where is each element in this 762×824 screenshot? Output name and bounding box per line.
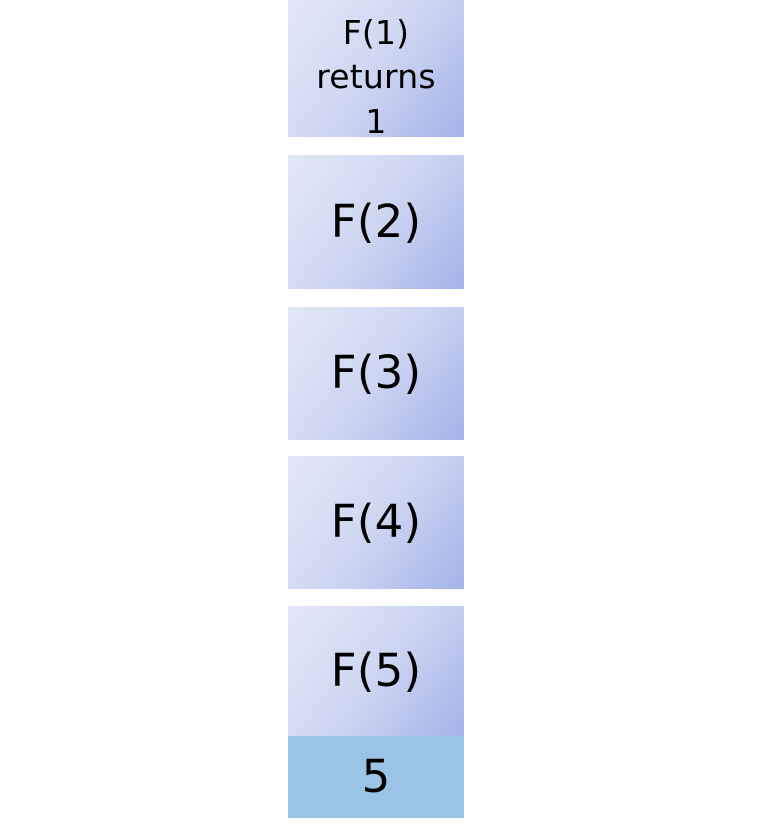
stack-frame-f4: F(4) (288, 456, 464, 589)
stack-frame-f2: F(2) (288, 155, 464, 289)
stack-frame-result: 5 (288, 736, 464, 818)
stack-frame-f4-label: F(4) (330, 495, 422, 549)
stack-frame-f5-label: F(5) (330, 643, 422, 697)
stack-frame-f5: F(5) (288, 606, 464, 736)
stack-frame-f3: F(3) (288, 307, 464, 440)
stack-frame-f3-label: F(3) (330, 346, 422, 400)
stack-frame-result-label: 5 (361, 749, 391, 803)
stack-frame-f1: F(1) returns 1 (288, 0, 464, 141)
stack-frame-f1-label: F(1) returns 1 (316, 12, 436, 141)
stack-frame-f2-label: F(2) (330, 194, 422, 248)
